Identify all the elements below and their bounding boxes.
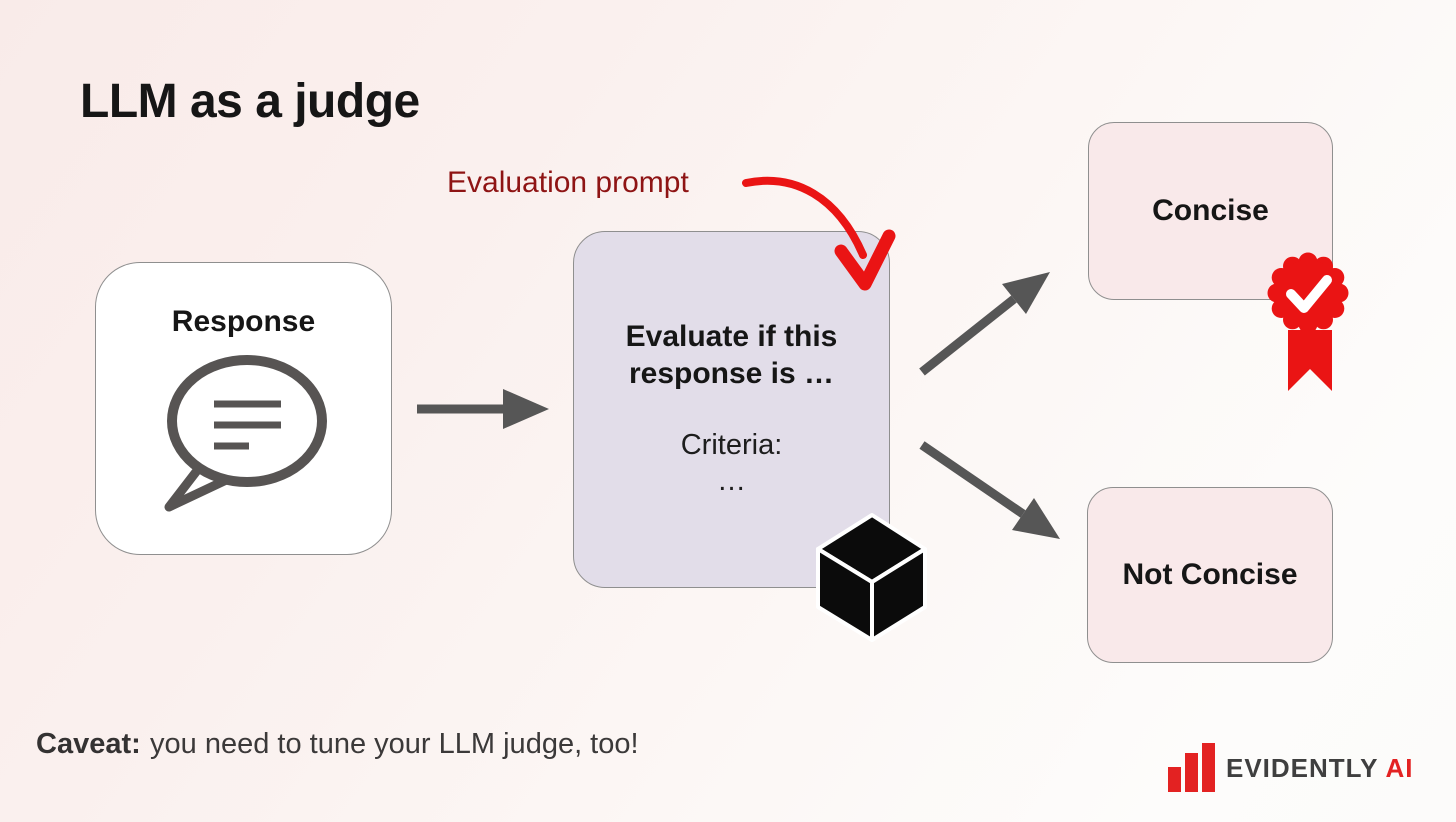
caveat-text: Caveat: you need to tune your LLM judge, … xyxy=(36,728,639,761)
caveat-lead: Caveat: xyxy=(36,728,141,760)
response-node-label: Response xyxy=(171,305,316,338)
judge-to-not-concise-arrow xyxy=(919,441,1060,539)
bar-chart-icon xyxy=(1168,743,1215,792)
evaluation-prompt-label: Evaluation prompt xyxy=(447,166,689,199)
judge-node: Evaluate if this response is … Criteria:… xyxy=(573,231,890,588)
concise-node: Concise xyxy=(1088,122,1333,300)
not-concise-node: Not Concise xyxy=(1087,487,1333,663)
judge-prompt-text: Evaluate if this response is … xyxy=(625,320,838,390)
not-concise-node-label: Not Concise xyxy=(1122,558,1298,591)
concise-node-label: Concise xyxy=(1152,194,1269,227)
logo-suffix: AI xyxy=(1385,752,1414,783)
judge-to-concise-arrow xyxy=(919,272,1050,376)
response-to-judge-arrow xyxy=(417,389,549,429)
speech-bubble-icon xyxy=(164,355,327,512)
page-title: LLM as a judge xyxy=(80,75,420,128)
caveat-rest: you need to tune your LLM judge, too! xyxy=(150,728,639,760)
judge-criteria-label: Criteria: xyxy=(680,429,783,461)
response-node: Response xyxy=(95,262,392,555)
logo-brand: EVIDENTLY xyxy=(1226,752,1379,783)
judge-criteria-ellipsis: … xyxy=(717,465,746,497)
